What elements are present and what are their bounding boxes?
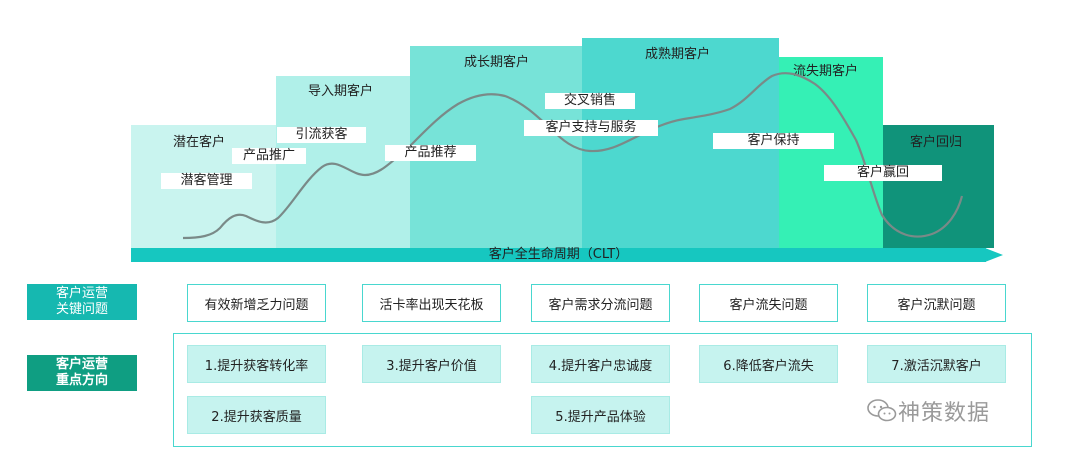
row-label-focus-direction-line2: 重点方向 <box>55 373 108 388</box>
issue-box-3: 客户需求分流问题 <box>531 284 670 322</box>
tag-retention: 客户保持 <box>713 133 834 149</box>
tag-acquire: 引流获客 <box>277 127 366 143</box>
stage-churn-block <box>779 57 883 248</box>
issue-box-1: 有效新增乏力问题 <box>187 284 326 322</box>
row-label-focus-direction: 客户运营 重点方向 <box>27 355 137 391</box>
direction-box-3: 3.提升客户价值 <box>362 345 501 383</box>
row-label-key-issues-line1: 客户运营 <box>55 286 108 301</box>
direction-box-5: 5.提升产品体验 <box>531 396 670 434</box>
directions-frame <box>173 333 1032 447</box>
lifecycle-arrow-head <box>985 248 1003 262</box>
watermark-text: 神策数据 <box>898 401 991 426</box>
row-label-key-issues: 客户运营 关键问题 <box>27 284 137 320</box>
stage-return-title: 客户回归 <box>910 135 963 150</box>
direction-box-6: 6.降低客户流失 <box>699 345 838 383</box>
issue-box-4: 客户流失问题 <box>699 284 838 322</box>
tag-product-promo: 产品推广 <box>232 148 306 164</box>
stage-potential-title: 潜在客户 <box>173 135 226 150</box>
lifecycle-arrow-label: 客户全生命周期（CLT） <box>488 247 629 262</box>
issue-box-2: 活卡率出现天花板 <box>362 284 501 322</box>
stage-mature-title: 成熟期客户 <box>645 47 711 62</box>
tag-prospect-mgmt: 潜客管理 <box>161 173 252 189</box>
tag-winback: 客户赢回 <box>824 165 942 181</box>
direction-box-7: 7.激活沉默客户 <box>867 345 1006 383</box>
direction-box-2: 2.提升获客质量 <box>187 396 326 434</box>
direction-box-1: 1.提升获客转化率 <box>187 345 326 383</box>
issue-box-5: 客户沉默问题 <box>867 284 1006 322</box>
wechat-icon <box>867 399 897 422</box>
stage-import-title: 导入期客户 <box>308 84 374 99</box>
tag-product-recommend: 产品推荐 <box>385 145 476 161</box>
stage-churn-title: 流失期客户 <box>793 64 859 79</box>
row-label-key-issues-line2: 关键问题 <box>55 302 108 317</box>
stage-growth-title: 成长期客户 <box>464 55 530 70</box>
row-label-focus-direction-line1: 客户运营 <box>55 357 108 372</box>
lifecycle-arrow-bar <box>131 248 986 262</box>
tag-support-service: 客户支持与服务 <box>524 120 658 136</box>
direction-box-4: 4.提升客户忠诚度 <box>531 345 670 383</box>
stage-return-block <box>883 125 994 248</box>
tag-cross-sell: 交叉销售 <box>545 93 635 109</box>
